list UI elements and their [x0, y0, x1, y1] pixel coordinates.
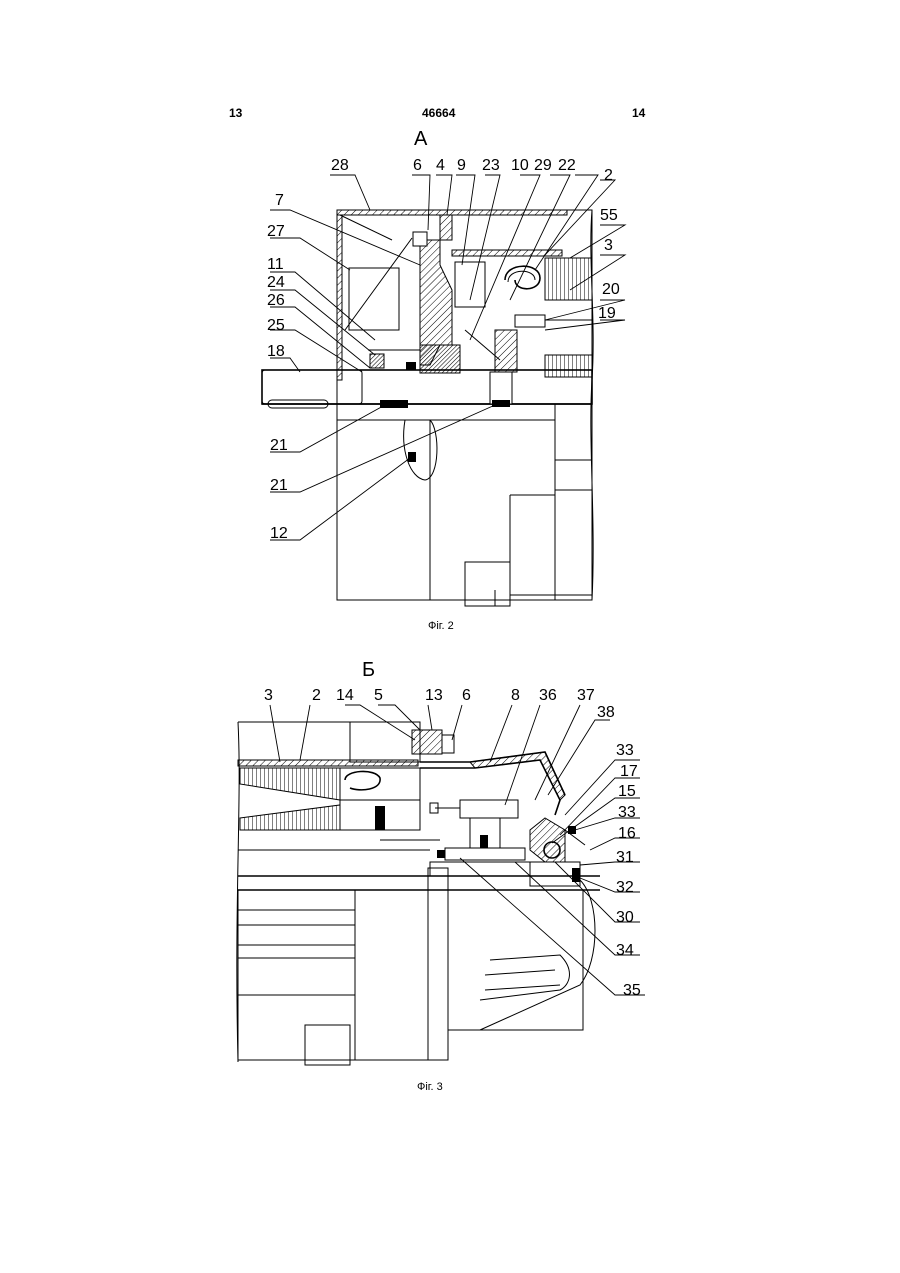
label-32: 32 — [616, 879, 634, 896]
label-2: 2 — [312, 687, 321, 704]
label-33-b: 33 — [618, 804, 636, 821]
stator-wedge-lower — [240, 805, 340, 830]
label-17: 17 — [620, 763, 638, 780]
figure-3-drawing: Б — [0, 0, 900, 1100]
end-cover — [480, 880, 595, 1030]
stator-shell — [238, 760, 418, 766]
label-15: 15 — [618, 783, 636, 800]
label-5: 5 — [374, 687, 383, 704]
winding-end — [345, 771, 380, 789]
bolt-block-13 — [412, 730, 442, 754]
label-38: 38 — [597, 704, 615, 721]
end-shield — [420, 760, 560, 815]
figure-3-caption: Фіг. 3 — [417, 1081, 443, 1093]
label-36: 36 — [539, 687, 557, 704]
commutator-34 — [445, 848, 525, 860]
label-16: 16 — [618, 825, 636, 842]
label-30: 30 — [616, 909, 634, 926]
stator-wedge-upper — [240, 768, 340, 800]
foot — [305, 1025, 350, 1065]
label-35: 35 — [623, 982, 641, 999]
label-13: 13 — [425, 687, 443, 704]
label-34: 34 — [616, 942, 634, 959]
label-37: 37 — [577, 687, 595, 704]
label-33-a: 33 — [616, 742, 634, 759]
label-6: 6 — [462, 687, 471, 704]
figure-3-view-letter: Б — [362, 659, 375, 681]
label-3: 3 — [264, 687, 273, 704]
label-14: 14 — [336, 687, 354, 704]
label-31: 31 — [616, 849, 634, 866]
label-8: 8 — [511, 687, 520, 704]
brush-holder-36 — [460, 800, 518, 818]
bearing-cap — [530, 818, 565, 862]
lower-housing — [238, 890, 428, 1060]
